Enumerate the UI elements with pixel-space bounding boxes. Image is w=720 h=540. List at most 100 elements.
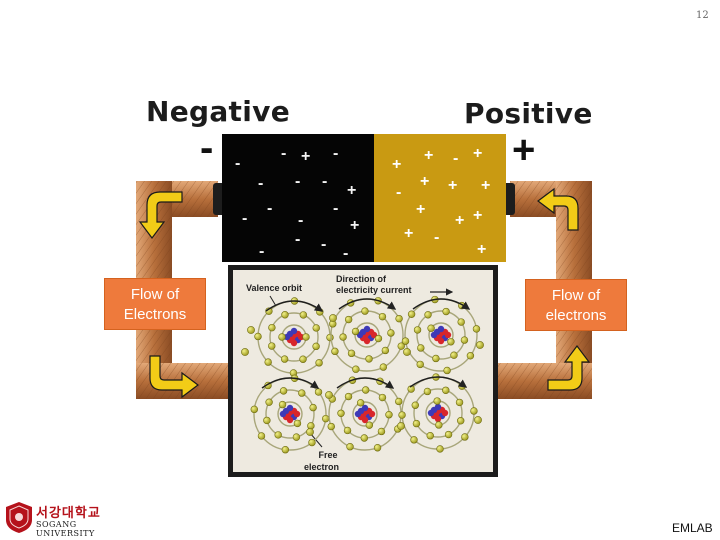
electron: [436, 445, 444, 453]
charge-sign: -: [235, 155, 241, 172]
orbit-ring: [269, 312, 319, 362]
flow-box-line: electrons: [545, 307, 607, 325]
electron: [331, 347, 339, 356]
electron: [444, 430, 453, 439]
negative-heading: Negative: [146, 95, 290, 128]
electron: [413, 326, 422, 334]
free-electron: [329, 314, 337, 322]
arrow-up-icon: [547, 345, 591, 391]
free-electron: [306, 428, 314, 436]
neutron: [354, 410, 362, 418]
electron: [457, 318, 465, 326]
charge-sign: +: [448, 177, 458, 194]
neutron: [363, 325, 371, 333]
free-electron: [241, 348, 249, 356]
neutron: [290, 327, 298, 335]
charge-sign: -: [333, 145, 339, 162]
electron: [427, 324, 435, 332]
charge-sign: -: [434, 229, 440, 246]
electron: [365, 421, 374, 429]
orbit-ring: [428, 322, 454, 348]
valence-orbit-label: Valence orbit: [246, 283, 303, 293]
charge-sign: +: [473, 145, 483, 162]
electron: [344, 315, 353, 324]
logo-korean-text: 서강대학교: [36, 506, 101, 521]
free-label-line-2: electron: [304, 462, 340, 472]
charge-sign: +: [481, 177, 491, 194]
orbit-ring: [352, 401, 378, 427]
proton: [368, 410, 376, 418]
electron: [426, 432, 434, 440]
electron: [377, 427, 386, 436]
free-electron: [403, 348, 411, 356]
free-label-line-1: Free: [318, 450, 338, 460]
electron: [281, 311, 289, 319]
electron: [472, 325, 481, 333]
proton: [286, 416, 294, 424]
charge-sign: -: [295, 231, 301, 248]
orbit-ring: [265, 389, 315, 439]
free-electron: [476, 341, 484, 349]
charge-sign: +: [392, 156, 402, 173]
electron: [321, 414, 330, 423]
electron: [443, 366, 451, 375]
free-electron: [397, 422, 405, 430]
charge-sign: -: [396, 184, 402, 201]
electron: [312, 342, 320, 351]
electron: [315, 359, 323, 367]
electron: [356, 399, 365, 407]
electron: [346, 443, 354, 451]
electron: [254, 332, 262, 341]
electron: [268, 323, 276, 332]
electron: [280, 355, 289, 363]
electron: [417, 344, 425, 352]
electron: [395, 397, 403, 406]
proton: [290, 339, 298, 347]
electron: [299, 311, 308, 319]
motion-arrow: [412, 298, 471, 310]
flow-box-line: Electrons: [123, 306, 187, 324]
motion-arrow: [409, 376, 468, 388]
electron: [257, 432, 266, 440]
electron: [307, 422, 315, 430]
electron: [466, 352, 475, 360]
free-electron: [247, 326, 255, 334]
electron: [268, 342, 276, 350]
electron: [460, 336, 469, 344]
electron: [352, 365, 360, 373]
electron: [379, 363, 388, 371]
electron: [432, 354, 440, 363]
electron: [360, 434, 368, 442]
motion-arrow: [261, 377, 320, 389]
electron: [442, 307, 450, 316]
flow-box-line: Flow of: [130, 286, 180, 303]
arrow-right-icon: [149, 355, 199, 399]
footer-brand: EMLAB: [672, 521, 713, 535]
page-number: 12: [696, 10, 709, 21]
electron: [312, 324, 320, 332]
charge-sign: -: [242, 210, 248, 227]
electron: [344, 392, 353, 401]
charge-sign: +: [404, 225, 414, 242]
positive-heading: Positive: [464, 97, 593, 130]
orbit-ring: [413, 388, 463, 438]
flow-box-line: Flow of: [551, 287, 601, 304]
electron: [411, 401, 419, 409]
electron: [450, 351, 458, 359]
charge-sign: -: [453, 150, 459, 167]
neutron: [430, 331, 438, 339]
electron: [279, 387, 288, 395]
electron: [278, 333, 286, 341]
electron: [385, 411, 393, 419]
proton: [441, 409, 449, 417]
electron: [381, 346, 390, 355]
charge-sign: -: [258, 175, 264, 192]
electron: [455, 398, 464, 407]
charge-sign: -: [343, 245, 349, 262]
charge-sign: -: [333, 200, 339, 217]
proton: [444, 331, 452, 339]
electron: [337, 409, 345, 417]
electron: [347, 349, 356, 358]
electron: [365, 355, 373, 363]
proton: [363, 337, 371, 345]
